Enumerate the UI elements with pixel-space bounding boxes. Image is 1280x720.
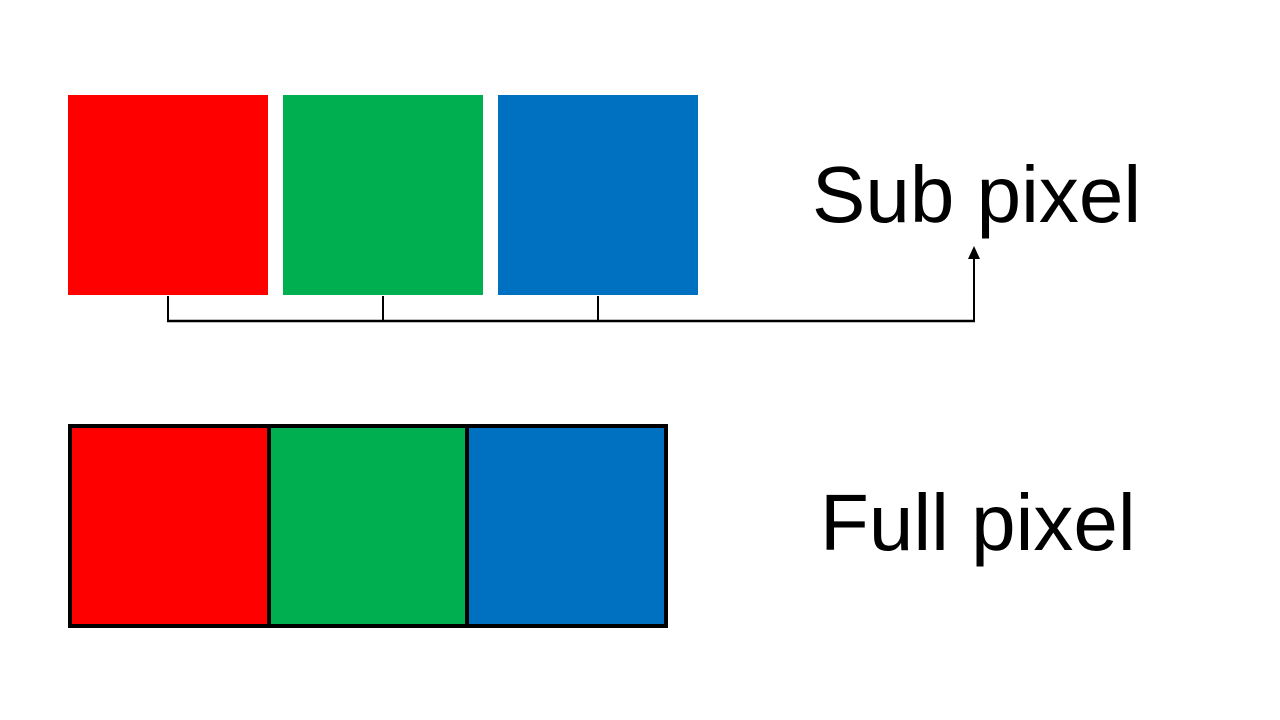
pixel-cell-red (72, 428, 267, 624)
pixel-cell-green (266, 428, 466, 624)
subpixel-square-red (68, 95, 268, 295)
subpixel-square-blue (498, 95, 698, 295)
arrow-up-icon (968, 246, 980, 259)
full-pixel-box (68, 424, 668, 628)
full-pixel-label: Full pixel (820, 478, 1136, 567)
pixel-cell-blue (465, 428, 665, 624)
subpixel-row (68, 95, 698, 295)
sub-pixel-label: Sub pixel (812, 150, 1142, 239)
subpixel-square-green (283, 95, 483, 295)
